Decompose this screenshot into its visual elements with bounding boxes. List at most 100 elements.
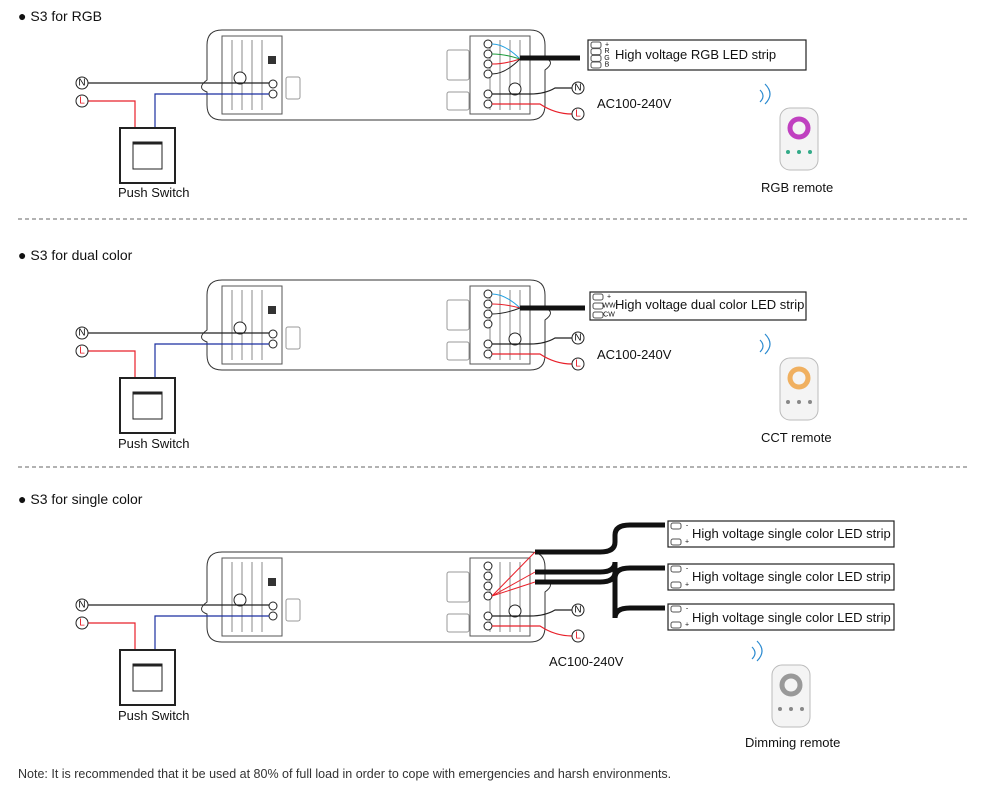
- section-title-rgb: ● S3 for RGB: [18, 8, 102, 24]
- wireless-signal-icon: [759, 333, 771, 355]
- match-button: [268, 306, 276, 314]
- output-wire: [491, 293, 521, 309]
- switch-wire: [154, 343, 269, 378]
- terminal: [268, 89, 278, 99]
- terminal-letter: L: [79, 346, 85, 357]
- live-terminal-icon: [571, 629, 585, 643]
- strip-terminal-label: B: [605, 62, 610, 69]
- terminal: [483, 571, 493, 581]
- output-label-box: [446, 299, 470, 331]
- terminal-letter: L: [79, 96, 85, 107]
- neutral-terminal-icon: [75, 326, 89, 340]
- strip-label: High voltage single color LED strip: [692, 610, 891, 625]
- neutral-wire: [492, 609, 572, 617]
- live-wire: [492, 103, 573, 115]
- live-wire: [88, 622, 136, 650]
- strip-terminal-label: +: [685, 582, 689, 589]
- load-note: Note: It is recommended that it be used …: [18, 767, 672, 781]
- terminal-letter: N: [78, 600, 85, 611]
- strip-terminal-label: -: [686, 566, 689, 573]
- terminal: [483, 59, 493, 69]
- switch-label-box: [285, 326, 301, 350]
- strip-pad: [670, 581, 682, 589]
- remote-button: [800, 707, 804, 711]
- left-terminal-cover: [221, 557, 283, 637]
- input-label-box: [446, 91, 470, 111]
- terminal: [483, 89, 493, 99]
- output-cable: [535, 561, 665, 579]
- strip-pad: [590, 41, 602, 49]
- strip-pad: [592, 302, 604, 310]
- remote-button: [808, 150, 812, 154]
- output-wire: [491, 551, 536, 597]
- strip-pad: [670, 605, 682, 613]
- section-title-text: S3 for dual color: [30, 247, 133, 263]
- strip-pad: [592, 311, 604, 319]
- strip-pad: [590, 54, 602, 62]
- dual-strip-box: [589, 291, 807, 321]
- single-strip-box: [667, 603, 895, 631]
- controller-body: [201, 279, 551, 371]
- strip-terminal-label: R: [604, 48, 609, 55]
- strip-pad: [670, 522, 682, 530]
- terminal: [483, 309, 493, 319]
- output-cable: [535, 522, 665, 555]
- single-strip-box: [667, 520, 895, 548]
- push-switch-label: Push Switch: [118, 436, 190, 451]
- strip-label: High voltage RGB LED strip: [615, 47, 777, 62]
- strip-terminal-label: +: [685, 622, 689, 629]
- match-button: [268, 578, 276, 586]
- output-label-box: [446, 571, 470, 603]
- terminal-letter: L: [575, 631, 581, 642]
- right-terminal-cover: [469, 557, 531, 637]
- switch-label-box: [285, 598, 301, 622]
- terminal: [483, 611, 493, 621]
- strip-terminal-label: +: [607, 294, 611, 301]
- wireless-signal-icon: [751, 640, 763, 662]
- terminal: [483, 591, 493, 601]
- terminal-letter: N: [574, 83, 581, 94]
- remote-wheel: [779, 673, 803, 697]
- controller-body: [201, 551, 551, 643]
- live-terminal-icon: [571, 107, 585, 121]
- terminal-letter: L: [575, 359, 581, 370]
- terminal: [483, 289, 493, 299]
- remote-button: [786, 150, 790, 154]
- output-wire: [491, 58, 521, 65]
- live-terminal-icon: [75, 94, 89, 108]
- terminal: [483, 561, 493, 571]
- push-switch-rocker: [132, 391, 163, 420]
- input-label-box: [446, 341, 470, 361]
- terminal: [483, 621, 493, 631]
- screw-icon: [233, 71, 247, 85]
- remote-button: [797, 400, 801, 404]
- terminal: [483, 49, 493, 59]
- input-label-box: [446, 613, 470, 633]
- strip-pad: [670, 538, 682, 546]
- live-wire: [492, 625, 573, 637]
- strip-terminal-label: +: [605, 42, 609, 49]
- strip-terminal-label: +: [685, 539, 689, 546]
- terminal: [483, 349, 493, 359]
- neutral-wire: [492, 337, 572, 345]
- terminal: [483, 99, 493, 109]
- switch-label-box: [285, 76, 301, 100]
- section-title-single: ● S3 for single color: [18, 491, 143, 507]
- section-title-dual: ● S3 for dual color: [18, 247, 133, 263]
- live-terminal-icon: [571, 357, 585, 371]
- remote-button: [797, 150, 801, 154]
- left-terminal-cover: [221, 285, 283, 365]
- screw-icon: [508, 82, 522, 96]
- remote-button: [778, 707, 782, 711]
- right-terminal-cover: [469, 285, 531, 365]
- screw-icon: [508, 332, 522, 346]
- terminal-letter: L: [79, 618, 85, 629]
- strip-pad: [592, 293, 604, 301]
- live-wire: [492, 353, 573, 365]
- single-strip-box: [667, 563, 895, 591]
- rgb-strip-box: [587, 39, 807, 71]
- switch-wire: [154, 615, 269, 650]
- live-wire: [88, 350, 136, 378]
- screw-icon: [233, 593, 247, 607]
- terminal-letter: N: [574, 333, 581, 344]
